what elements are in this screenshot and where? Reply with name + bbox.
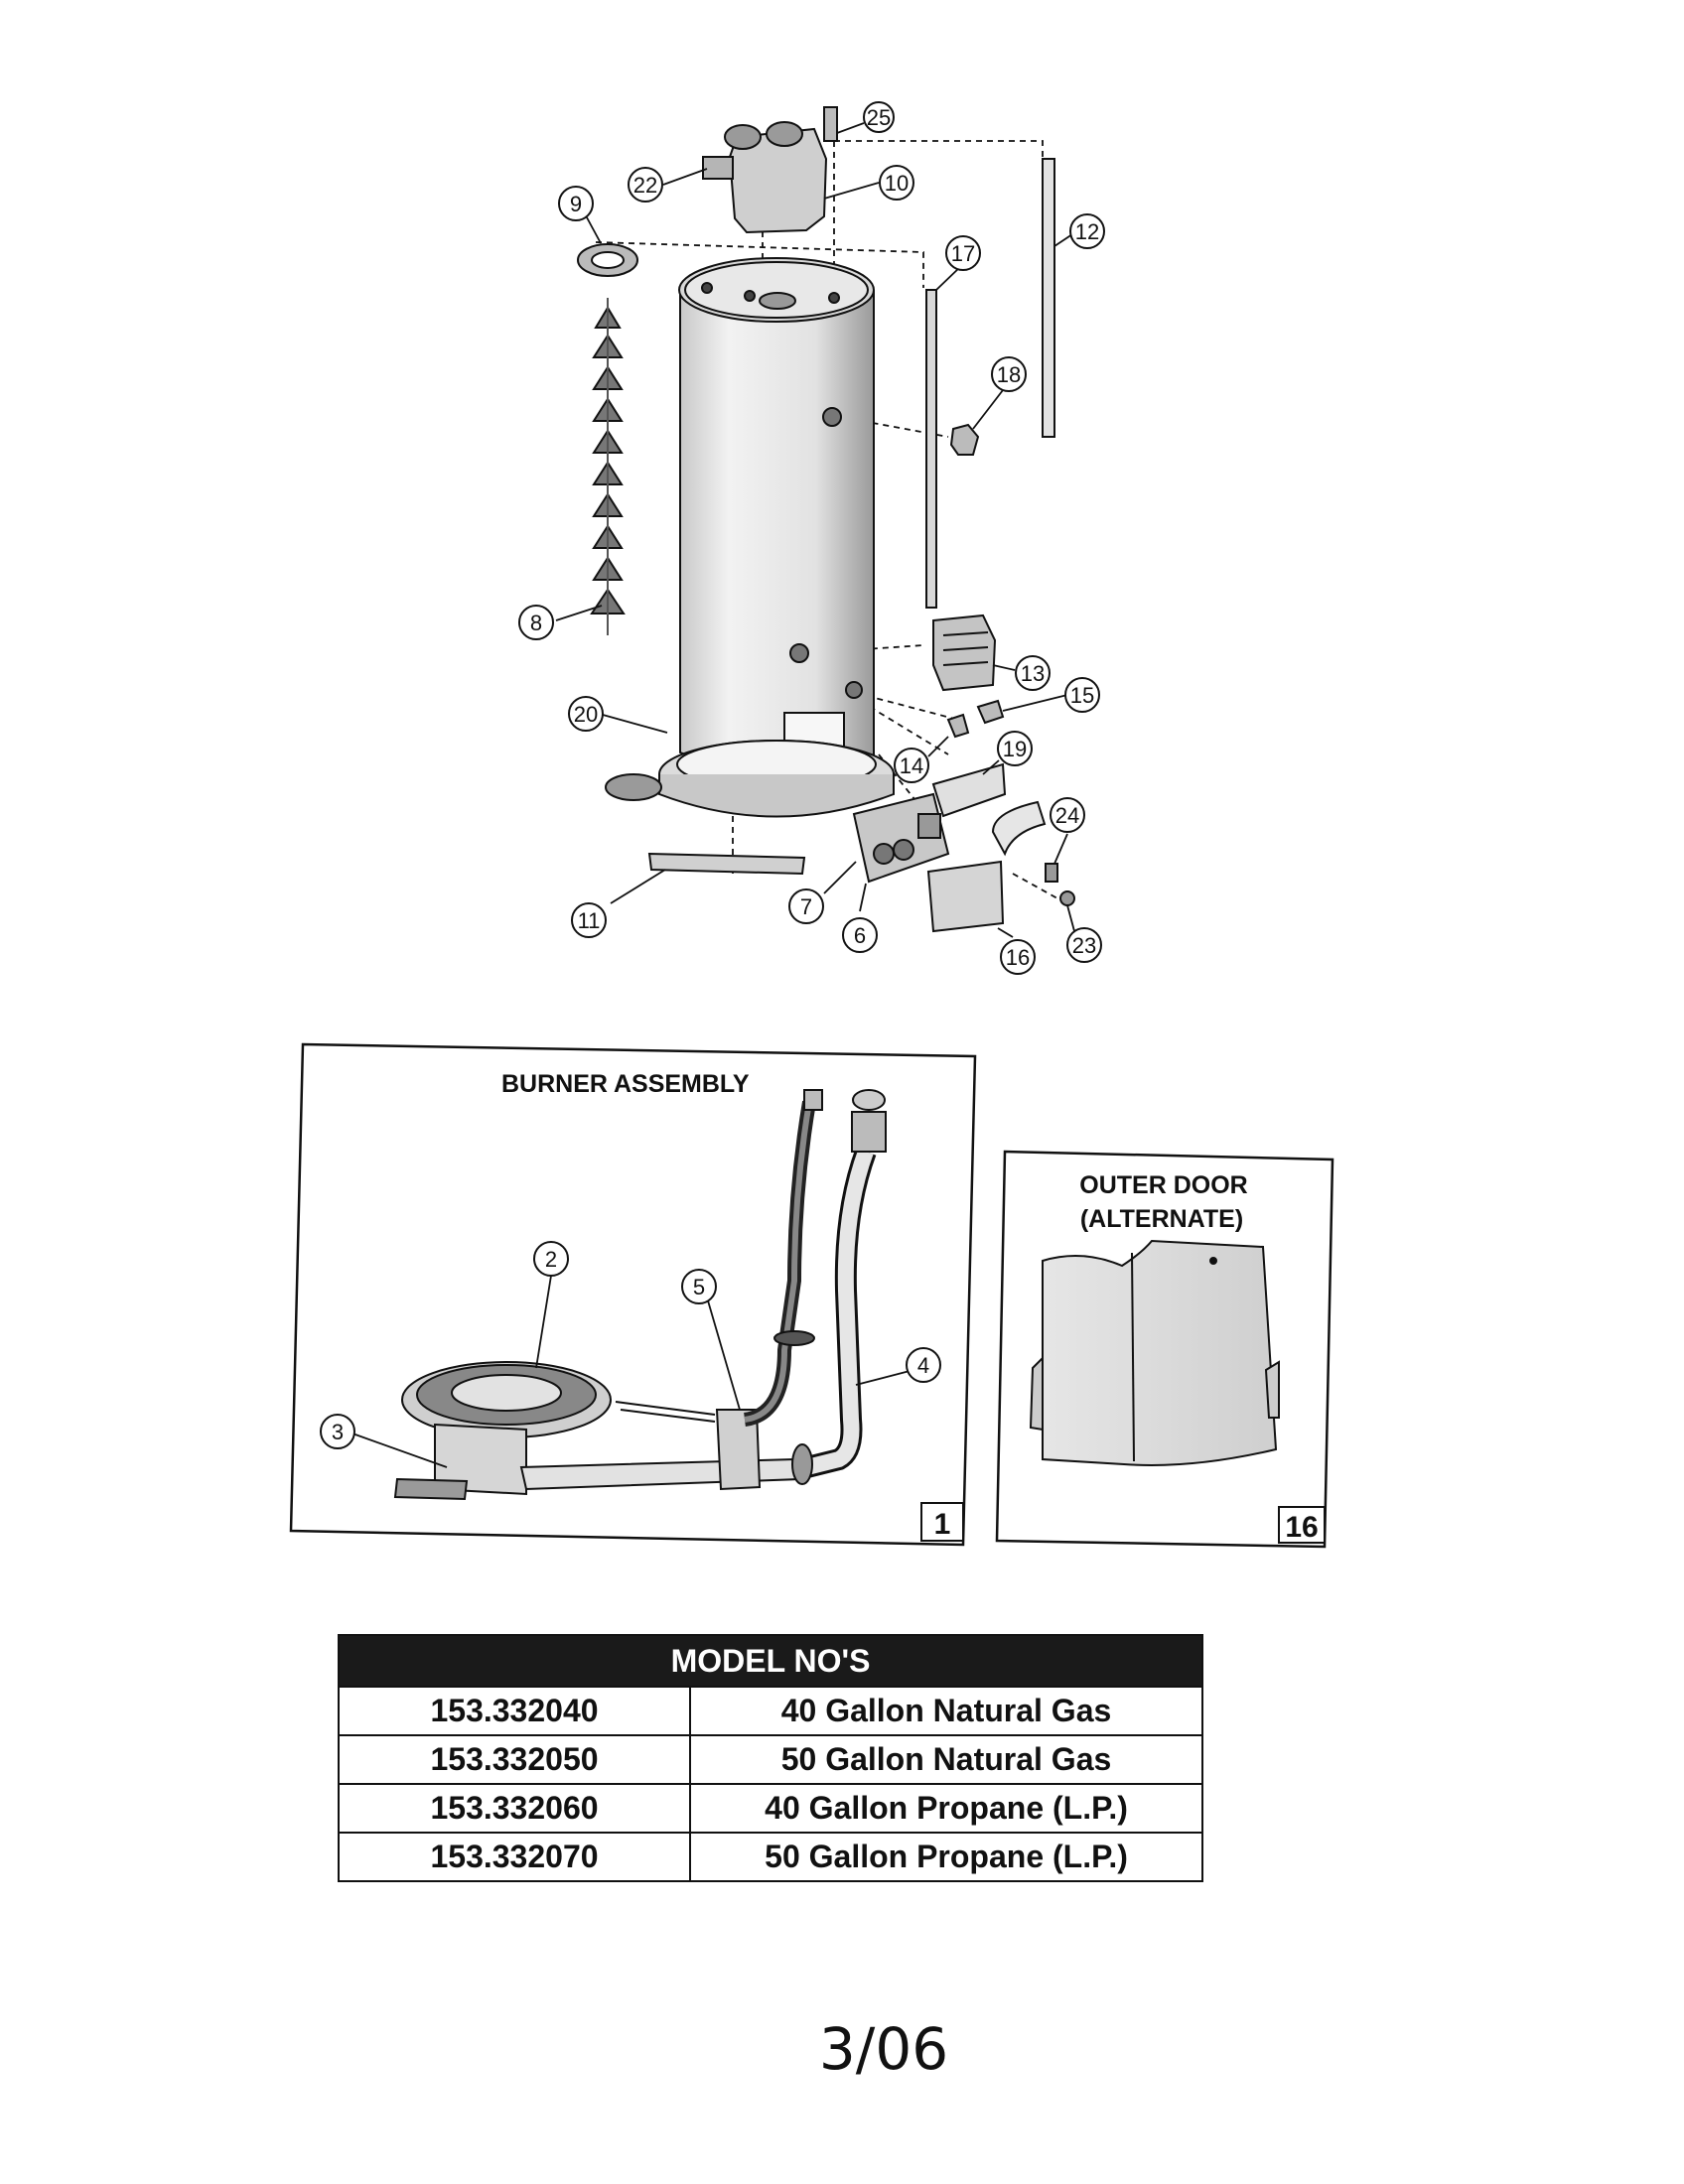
callout-17: 17 xyxy=(945,235,981,271)
relief-valve xyxy=(949,423,980,456)
svg-text:4: 4 xyxy=(917,1353,929,1378)
drain-pan xyxy=(605,740,895,818)
callout-14: 14 xyxy=(894,748,929,783)
model-description-cell: 40 Gallon Natural Gas xyxy=(689,1686,1203,1736)
svg-text:5: 5 xyxy=(693,1275,705,1299)
svg-text:6: 6 xyxy=(854,923,866,948)
outer-door-title-line1: OUTER DOOR xyxy=(1079,1171,1247,1199)
svg-text:7: 7 xyxy=(800,894,812,919)
svg-text:19: 19 xyxy=(1003,737,1027,761)
svg-text:12: 12 xyxy=(1075,219,1099,244)
gas-control-valve xyxy=(702,121,828,234)
svg-text:3: 3 xyxy=(332,1420,344,1444)
callout-3: 3 xyxy=(320,1414,355,1449)
outer-door-drawing xyxy=(1029,1239,1280,1466)
callout-24: 24 xyxy=(1050,797,1085,833)
model-number-cell: 153.332060 xyxy=(338,1783,691,1834)
burner-assembly-box: BURNER ASSEMBLY xyxy=(289,1042,977,1547)
table-row: 153.332070 50 Gallon Propane (L.P.) xyxy=(338,1832,1203,1882)
svg-text:20: 20 xyxy=(574,702,598,727)
anode-rod xyxy=(590,298,626,635)
fitting-15 xyxy=(976,699,1005,725)
svg-text:22: 22 xyxy=(633,173,657,198)
tank-body xyxy=(678,257,875,773)
model-table-header-row: MODEL NO'S xyxy=(338,1634,1203,1688)
flue-tube xyxy=(925,289,937,609)
callout-11: 11 xyxy=(571,902,607,938)
svg-text:14: 14 xyxy=(900,753,923,778)
model-description-cell: 50 Gallon Natural Gas xyxy=(689,1734,1203,1785)
callout-23: 23 xyxy=(1066,927,1102,963)
page-number: 3/06 xyxy=(818,2015,949,2083)
svg-text:16: 16 xyxy=(1006,945,1030,970)
svg-text:16: 16 xyxy=(1285,1511,1318,1544)
burner-assembly-title: BURNER ASSEMBLY xyxy=(501,1070,750,1098)
burner-figure-number: 1 xyxy=(920,1502,964,1542)
callout-5: 5 xyxy=(681,1269,717,1304)
table-row: 153.332040 40 Gallon Natural Gas xyxy=(338,1686,1203,1736)
callout-2: 2 xyxy=(533,1241,569,1277)
svg-text:24: 24 xyxy=(1055,803,1079,828)
callout-19: 19 xyxy=(997,731,1033,766)
svg-text:8: 8 xyxy=(530,611,542,635)
svg-text:2: 2 xyxy=(545,1247,557,1272)
callout-18: 18 xyxy=(991,356,1027,392)
outer-door-title-line2: (ALTERNATE) xyxy=(1080,1205,1243,1233)
clip-part xyxy=(1045,863,1058,883)
model-number-cell: 153.332070 xyxy=(338,1832,691,1882)
svg-text:10: 10 xyxy=(885,171,909,196)
svg-text:18: 18 xyxy=(997,362,1021,387)
callout-leaders xyxy=(555,122,1075,938)
burner-callouts: 2 5 4 3 xyxy=(320,1241,941,1449)
callout-15: 15 xyxy=(1064,677,1100,713)
burner-drawing xyxy=(393,1089,887,1501)
table-row: 153.332060 40 Gallon Propane (L.P.) xyxy=(338,1783,1203,1834)
svg-text:1: 1 xyxy=(934,1508,951,1541)
screw-part xyxy=(1059,890,1075,906)
control-box xyxy=(932,614,997,692)
outer-door-part xyxy=(926,800,1047,933)
callout-6: 6 xyxy=(842,917,878,953)
model-number-cell: 153.332050 xyxy=(338,1734,691,1785)
inner-door xyxy=(852,762,1007,884)
model-description-cell: 50 Gallon Propane (L.P.) xyxy=(689,1832,1203,1882)
svg-text:17: 17 xyxy=(951,241,975,266)
callout-7: 7 xyxy=(788,888,824,924)
table-row: 153.332050 50 Gallon Natural Gas xyxy=(338,1734,1203,1785)
callout-13: 13 xyxy=(1015,655,1051,691)
callout-4: 4 xyxy=(906,1347,941,1383)
fitting-14 xyxy=(946,713,970,739)
model-number-cell: 153.332040 xyxy=(338,1686,691,1736)
burner-leaders xyxy=(351,1275,914,1468)
model-table-header: MODEL NO'S xyxy=(338,1634,1203,1688)
water-heater-diagram xyxy=(577,106,1075,933)
svg-text:25: 25 xyxy=(867,105,891,130)
dip-tube xyxy=(1042,158,1055,438)
main-callouts: 25 22 10 9 17 12 18 8 13 15 20 14 19 24 … xyxy=(518,101,1105,975)
model-description-cell: 40 Gallon Propane (L.P.) xyxy=(689,1783,1203,1834)
shield-part xyxy=(647,852,806,876)
callout-22: 22 xyxy=(628,167,663,203)
callout-10: 10 xyxy=(879,165,914,201)
outer-door-figure-number: 16 xyxy=(1278,1506,1326,1544)
nipple-part xyxy=(823,106,838,142)
svg-text:23: 23 xyxy=(1072,933,1096,958)
svg-text:13: 13 xyxy=(1021,661,1045,686)
callout-9: 9 xyxy=(558,186,594,221)
callout-16: 16 xyxy=(1000,939,1036,975)
callout-8: 8 xyxy=(518,605,554,640)
model-table: MODEL NO'S 153.332040 40 Gallon Natural … xyxy=(338,1634,1203,1882)
callout-20: 20 xyxy=(568,696,604,732)
outer-door-box: OUTER DOOR (ALTERNATE) 16 xyxy=(995,1150,1334,1549)
callout-12: 12 xyxy=(1069,213,1105,249)
svg-text:9: 9 xyxy=(570,192,582,216)
callout-25: 25 xyxy=(863,101,895,133)
svg-text:11: 11 xyxy=(578,908,601,933)
svg-text:15: 15 xyxy=(1070,683,1094,708)
